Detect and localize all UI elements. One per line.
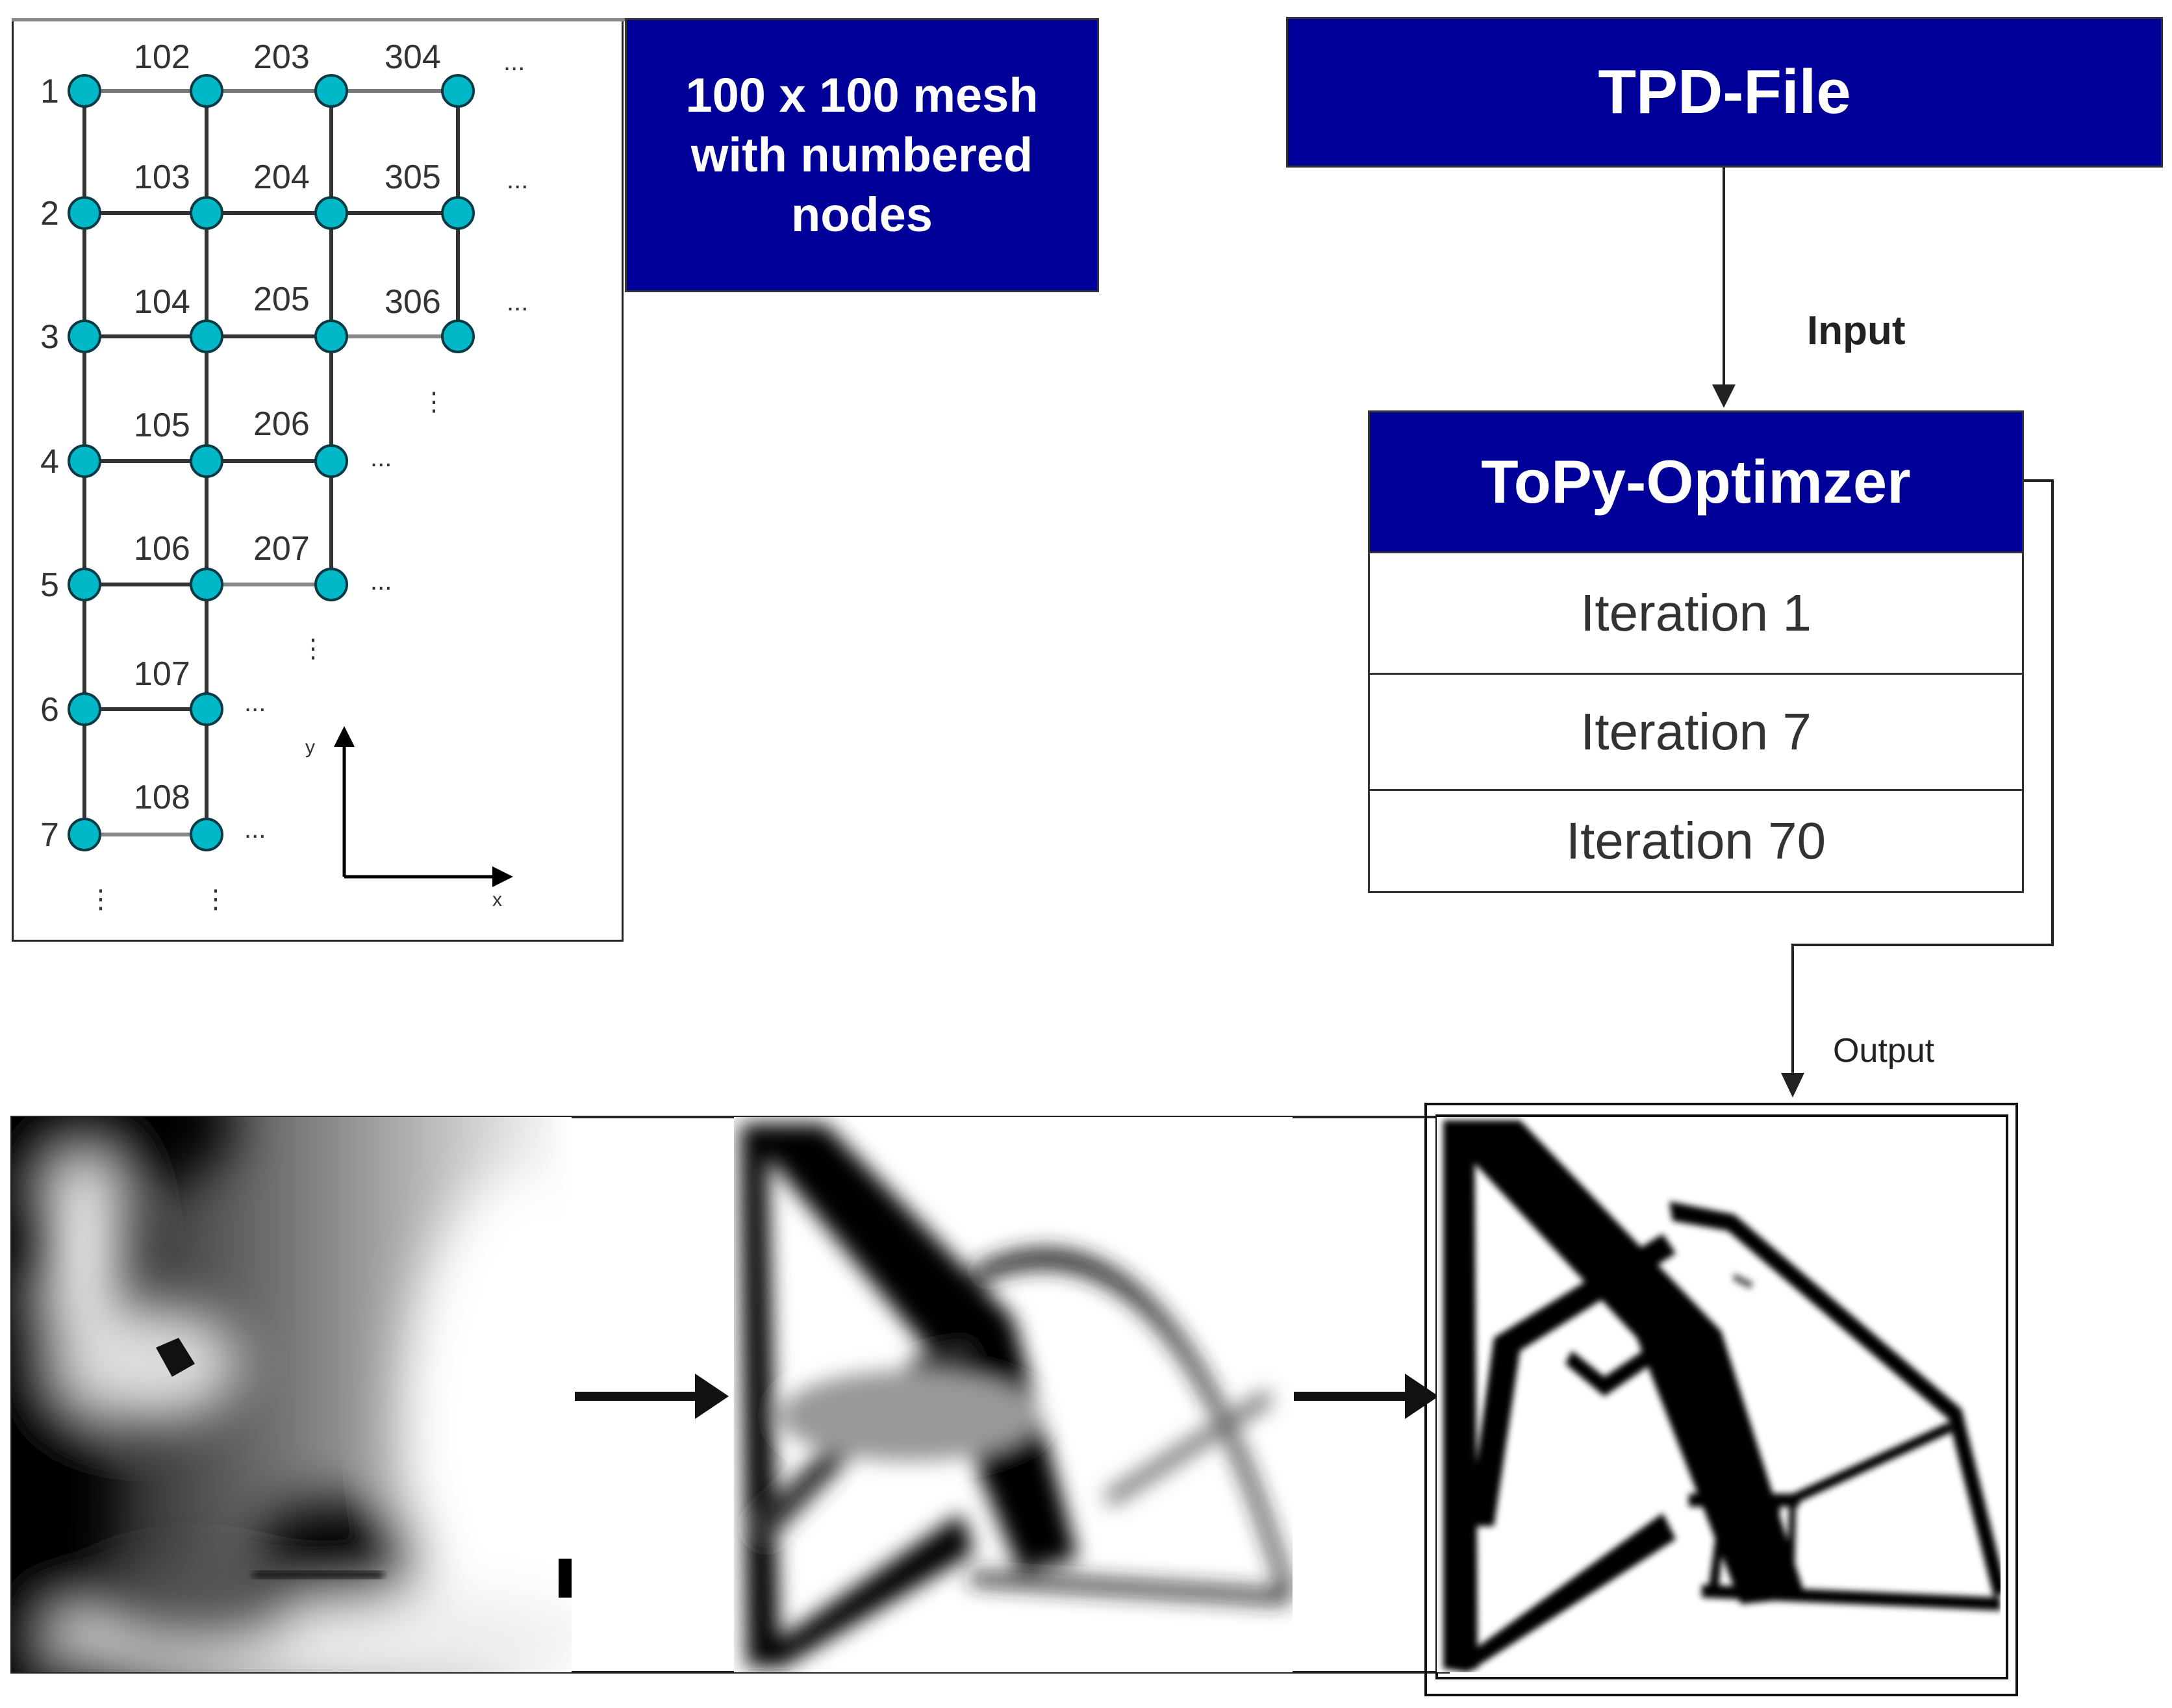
mesh-panel-top-border — [12, 18, 627, 21]
axis-x-label: x — [492, 889, 502, 911]
vertical-ellipsis: ⋮ — [300, 634, 326, 663]
result-arrow-2-head — [1405, 1374, 1439, 1419]
iteration-7-image — [734, 1117, 1293, 1672]
mesh-node — [190, 196, 223, 230]
mesh-node — [441, 74, 475, 108]
row-label: 2 — [40, 195, 59, 232]
mesh-diagram-panel — [12, 18, 627, 942]
topy-optimizer-header: ToPy-Optimzer — [1368, 410, 2024, 553]
mesh-node — [190, 692, 223, 726]
ellipsis: ... — [507, 166, 528, 194]
row-label: 7 — [40, 816, 59, 854]
ellipsis: ... — [507, 288, 528, 316]
axis-x-arrowhead — [492, 866, 513, 887]
ellipsis: ... — [370, 444, 392, 472]
ellipsis: ... — [244, 688, 266, 717]
node-label: 107 — [134, 655, 190, 693]
final-image-outer-frame — [1424, 1103, 2018, 1696]
mesh-node — [68, 320, 101, 353]
mesh-node — [314, 196, 348, 230]
node-label: 105 — [134, 407, 190, 444]
tpd-file-box: TPD-File — [1286, 17, 2163, 168]
iteration-label: Iteration 7 — [1580, 703, 1812, 760]
mesh-node — [314, 320, 348, 353]
vertical-ellipsis: ⋮ — [421, 388, 447, 416]
mesh-node — [314, 568, 348, 601]
mesh-node — [68, 196, 101, 230]
node-label: 102 — [134, 38, 190, 76]
node-label: 103 — [134, 158, 190, 196]
tpd-file-label: TPD-File — [1598, 57, 1851, 127]
row-label: 6 — [40, 691, 59, 729]
mesh-caption-text: 100 x 100 mesh with numbered nodes — [685, 68, 1039, 242]
axis-y-arrowhead — [334, 726, 355, 747]
mesh-node — [190, 818, 223, 851]
input-label: Input — [1807, 308, 1906, 353]
mesh-node — [68, 568, 101, 601]
node-label: 306 — [385, 283, 441, 321]
output-arrowhead — [1781, 1073, 1804, 1098]
topy-optimizer-title: ToPy-Optimzer — [1481, 447, 1911, 516]
vertical-ellipsis: ⋮ — [88, 885, 114, 914]
node-label: 104 — [134, 283, 190, 321]
mesh-node — [314, 444, 348, 478]
iteration-row: Iteration 7 — [1368, 673, 2024, 791]
input-arrowhead — [1712, 384, 1736, 408]
node-label: 108 — [134, 779, 190, 816]
node-label: 205 — [253, 281, 310, 318]
mesh-node — [314, 74, 348, 108]
mesh-node — [68, 74, 101, 108]
iteration-label: Iteration 70 — [1565, 812, 1826, 870]
node-label: 204 — [253, 158, 310, 196]
output-label: Output — [1833, 1032, 1935, 1070]
mesh-node — [190, 320, 223, 353]
mesh-node — [441, 320, 475, 353]
node-label: 207 — [253, 530, 310, 568]
mesh-node — [68, 444, 101, 478]
node-label: 106 — [134, 530, 190, 568]
node-label: 305 — [385, 158, 441, 196]
iteration-row: Iteration 70 — [1368, 789, 2024, 893]
output-connector — [1791, 479, 2054, 1075]
ellipsis: ... — [370, 567, 392, 596]
row-label: 5 — [40, 566, 59, 604]
row-label: 4 — [40, 443, 59, 481]
iteration-row: Iteration 1 — [1368, 551, 2024, 675]
mesh-labels: 1 2 3 4 5 6 7 102 203 304 103 204 305 10… — [40, 38, 528, 914]
mesh-node — [68, 692, 101, 726]
row-label: 1 — [40, 73, 59, 110]
node-label: 304 — [385, 38, 441, 76]
mesh-node — [190, 444, 223, 478]
mesh-caption-box: 100 x 100 mesh with numbered nodes — [625, 18, 1099, 292]
row-label: 3 — [40, 318, 59, 356]
axis-arrows — [342, 740, 500, 879]
mesh-node — [68, 818, 101, 851]
mesh-nodes — [68, 74, 475, 851]
node-label: 206 — [253, 405, 310, 443]
node-label: 203 — [253, 38, 310, 76]
result-arrow-1-head — [695, 1374, 729, 1419]
mesh-node — [441, 196, 475, 230]
iteration-label: Iteration 1 — [1580, 584, 1812, 642]
axis-y-label: y — [305, 736, 315, 758]
iteration-1-image — [12, 1117, 572, 1672]
ellipsis: ... — [503, 47, 525, 76]
iteration-70-image — [1437, 1117, 2001, 1672]
vertical-ellipsis: ⋮ — [203, 885, 229, 914]
ellipsis: ... — [244, 815, 266, 844]
mesh-node — [190, 568, 223, 601]
mesh-node — [190, 74, 223, 108]
